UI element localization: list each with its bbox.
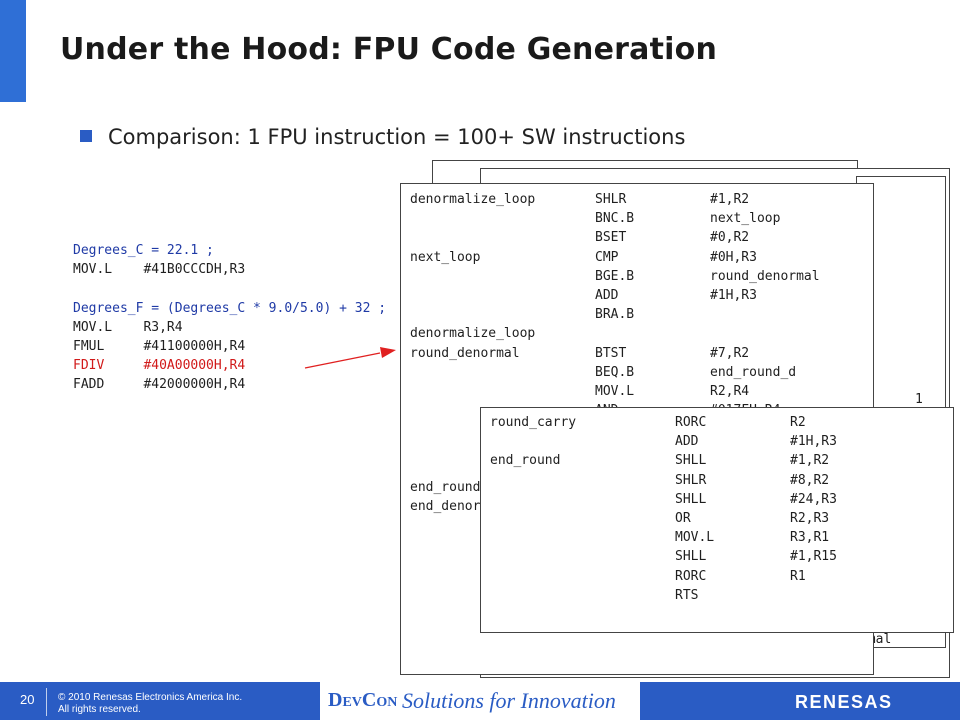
copyright-line: © 2010 Renesas Electronics America Inc. xyxy=(58,692,243,703)
code-opcode: BNC.B xyxy=(595,211,635,227)
code-opcode: CMP xyxy=(595,249,619,265)
code-opcode: RORC xyxy=(675,568,707,584)
code-label: round_carry xyxy=(490,415,577,430)
code-opcode: SHLR xyxy=(675,472,707,488)
code-opcode: SHLL xyxy=(675,549,707,565)
code-opcode: MOV.L xyxy=(595,384,635,399)
tagline: Solutions for Innovation xyxy=(402,688,616,713)
code-label: end_round xyxy=(490,453,561,469)
code-operand: #1,R2 xyxy=(790,453,830,469)
square-bullet-icon xyxy=(80,130,92,142)
code-operand: #0H,R3 xyxy=(710,249,757,265)
footer-right-band: RENESAS xyxy=(640,682,960,720)
footer-mid-band: DevCon Solutions for Innovation xyxy=(320,682,640,720)
code-opcode: ADD xyxy=(675,434,699,450)
code-opcode: BGE.B xyxy=(595,268,635,284)
code-opcode: BSET xyxy=(595,230,627,246)
code-opcode: ADD xyxy=(595,288,619,303)
code-operand: #7,R2 xyxy=(710,345,750,361)
code-opcode: BEQ.B xyxy=(595,364,635,380)
copyright-text: © 2010 Renesas Electronics America Inc. … xyxy=(58,692,242,716)
renesas-logo: RENESAS xyxy=(795,692,893,712)
code-operand: R2,R3 xyxy=(790,511,830,526)
code-line: FADD #42000000H,R4 xyxy=(73,377,246,393)
accent-bar xyxy=(0,0,26,102)
code-opcode: BTST xyxy=(595,345,627,361)
code-operand: R1 xyxy=(790,568,806,584)
footer-divider xyxy=(46,688,47,716)
code-opcode: SHLR xyxy=(595,192,627,207)
fpu-code-listing: Degrees_C = 22.1 ; MOV.L #41B0CCCDH,R3 D… xyxy=(73,241,386,395)
page-number: 20 xyxy=(20,692,35,707)
code-opcode: OR xyxy=(675,511,691,526)
footer-left-band: 20 © 2010 Renesas Electronics America In… xyxy=(0,682,320,720)
code-opcode: SHLL xyxy=(675,453,707,469)
code-label: next_loop xyxy=(410,249,481,265)
code-opcode: MOV.L xyxy=(675,530,715,546)
bullet-text: Comparison: 1 FPU instruction = 100+ SW … xyxy=(108,125,686,149)
code-operand: R3,R1 xyxy=(790,530,830,546)
code-operand: end_round_d xyxy=(710,364,797,380)
code-opcode: SHLL xyxy=(675,491,707,507)
code-operand: round_denormal xyxy=(710,268,820,284)
code-line: MOV.L #41B0CCCDH,R3 xyxy=(73,262,246,278)
code-line: Degrees_C = 22.1 ; xyxy=(73,243,214,258)
slide-title: Under the Hood: FPU Code Generation xyxy=(60,32,717,67)
code-line: FDIV #40A00000H,R4 xyxy=(73,358,246,374)
code-operand: #1,R2 xyxy=(710,192,750,207)
code-line: 1 xyxy=(915,392,923,407)
code-operand: R2 xyxy=(790,415,806,430)
code-line: MOV.L R3,R4 xyxy=(73,319,183,335)
code-operand: #8,R2 xyxy=(790,472,830,488)
code-label: end_round xyxy=(410,480,481,495)
code-label: denormalize_loop xyxy=(410,192,536,207)
code-operand: #1,R15 xyxy=(790,549,837,565)
code-opcode: BRA.B xyxy=(595,307,635,323)
code-operand: next_loop xyxy=(710,211,781,227)
code-label: denormalize_loop xyxy=(410,326,536,342)
code-operand: #0,R2 xyxy=(710,230,750,246)
code-operand: R2,R4 xyxy=(710,384,750,399)
code-operand: #1H,R3 xyxy=(710,288,757,303)
code-line: FMUL #41100000H,R4 xyxy=(73,338,246,354)
devcon-logo: DevCon xyxy=(328,689,398,711)
code-opcode: RTS xyxy=(675,587,699,603)
code-opcode: RORC xyxy=(675,415,707,430)
bullet-item: Comparison: 1 FPU instruction = 100+ SW … xyxy=(80,125,685,149)
code-label: round_denormal xyxy=(410,345,520,361)
copyright-line: All rights reserved. xyxy=(58,704,141,715)
footer: 20 © 2010 Renesas Electronics America In… xyxy=(0,682,960,720)
code-line: Degrees_F = (Degrees_C * 9.0/5.0) + 32 ; xyxy=(73,300,387,316)
code-operand: #24,R3 xyxy=(790,491,837,507)
code-operand: #1H,R3 xyxy=(790,434,837,450)
